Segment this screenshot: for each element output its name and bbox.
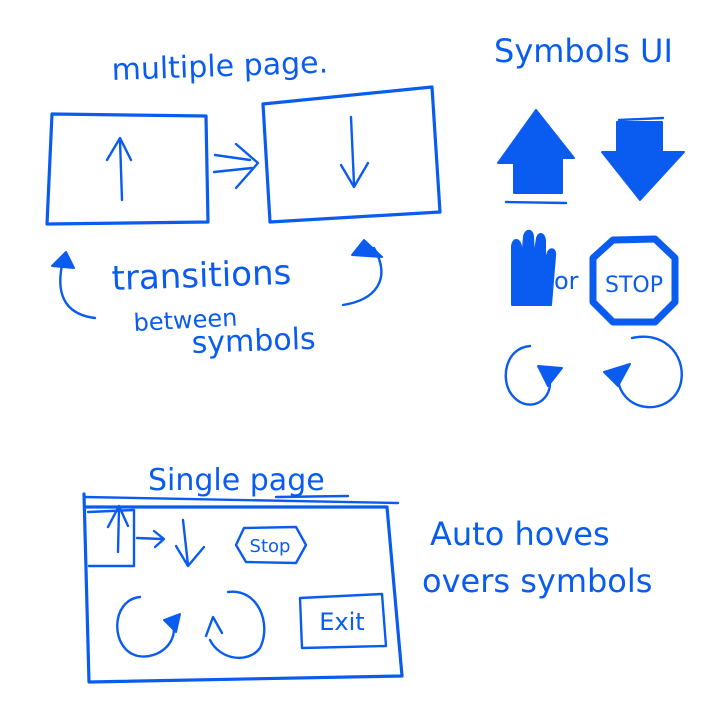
rotate-counterclockwise-icon — [603, 335, 683, 409]
symbols-label: symbols — [191, 322, 316, 361]
single-page-title: Single page — [148, 463, 325, 498]
filled-down-arrow-icon — [601, 116, 685, 201]
transitions-label: transitions — [111, 253, 292, 299]
or-label: or — [554, 267, 579, 295]
left-page-frame — [45, 112, 210, 226]
single-page-section: Single page Stop — [82, 463, 404, 684]
hand-stop-icon — [511, 229, 557, 306]
stop-sign-icon: STOP — [589, 235, 679, 326]
multiple-page-section: multiple page. transitio — [45, 45, 442, 361]
symbols-ui-title: Symbols UI — [494, 32, 673, 70]
single-up-arrow-icon — [86, 504, 136, 568]
single-right-arrow-icon — [135, 529, 166, 549]
curve-arrow-right-icon — [341, 239, 383, 307]
rotate-clockwise-icon — [504, 344, 563, 406]
single-stop-label: Stop — [250, 536, 291, 557]
auto-note: Auto hoves overs symbols — [422, 515, 652, 600]
single-stop-button[interactable]: Stop — [234, 525, 308, 565]
transition-arrow-icon — [212, 142, 260, 190]
filled-up-arrow-icon — [497, 109, 575, 205]
single-page-frame — [82, 492, 404, 684]
down-arrow-icon — [339, 115, 370, 189]
stop-sign-label: STOP — [605, 273, 663, 298]
single-page-top-rule — [82, 495, 400, 505]
auto-note-line2: overs symbols — [422, 562, 652, 600]
curve-arrow-left-icon — [51, 251, 97, 320]
symbols-ui-section: Symbols UI or STOP — [494, 32, 685, 409]
between-label: between — [133, 304, 238, 337]
auto-note-line1: Auto hoves — [430, 515, 610, 553]
exit-label: Exit — [319, 608, 364, 636]
single-page-title-underline — [274, 494, 350, 499]
exit-button[interactable]: Exit — [298, 592, 388, 650]
single-down-arrow-icon — [174, 518, 206, 568]
up-arrow-icon — [105, 136, 133, 202]
multiple-page-title: multiple page. — [111, 45, 329, 88]
single-rotate-clockwise-icon[interactable] — [116, 595, 181, 658]
right-page-frame — [261, 85, 442, 224]
single-rotate-counterclockwise-icon[interactable] — [204, 590, 266, 660]
